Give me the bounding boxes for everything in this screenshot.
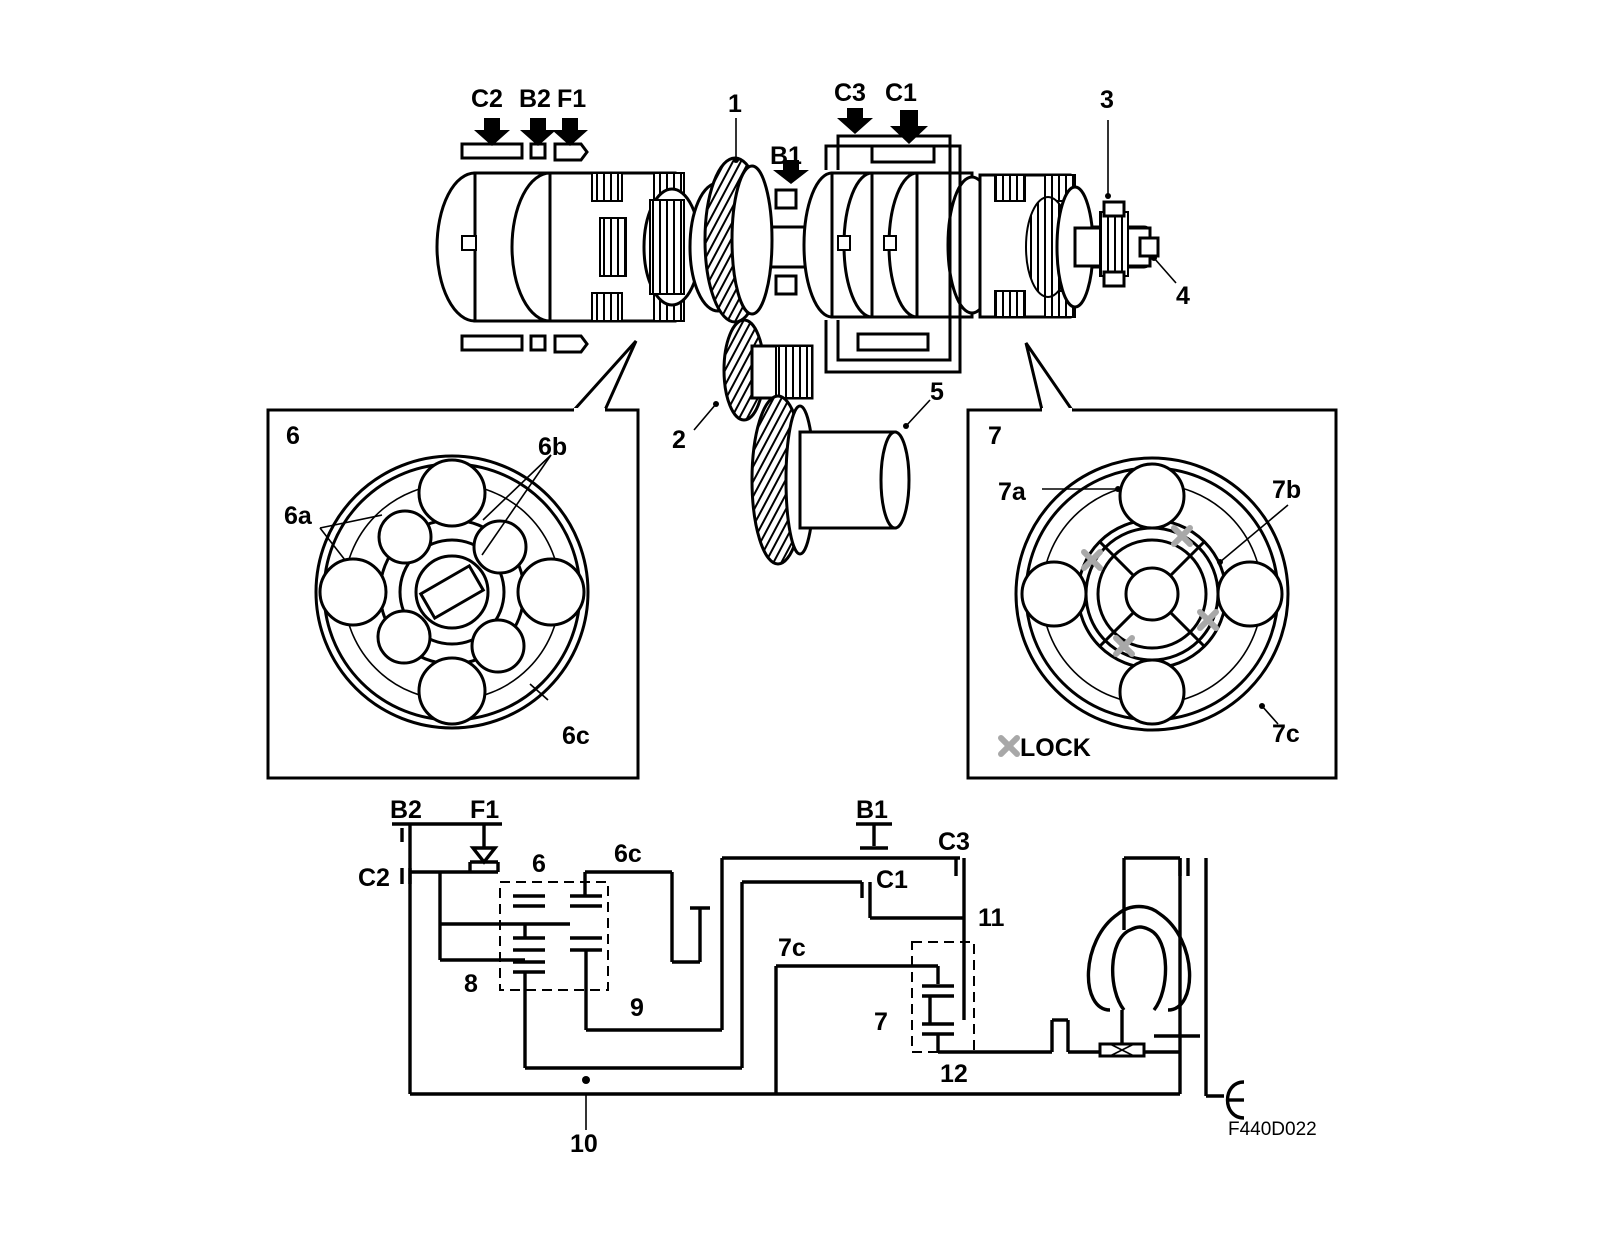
label-6: 6 — [286, 422, 300, 450]
sch-label-7: 7 — [874, 1008, 888, 1036]
inset-planetary-7 — [966, 342, 1338, 780]
label-3: 3 — [1100, 86, 1114, 114]
label-7: 7 — [988, 422, 1002, 450]
figure-code: F440D022 — [1228, 1119, 1317, 1140]
sch-label-9: 9 — [630, 994, 644, 1022]
label-b2: B2 — [519, 85, 551, 113]
label-c3: C3 — [834, 79, 866, 107]
inset-planetary-6 — [266, 339, 640, 780]
label-c1: C1 — [885, 79, 917, 107]
label-f1: F1 — [557, 85, 586, 113]
sch-label-11: 11 — [978, 904, 1005, 932]
lock-legend: LOCK — [1020, 734, 1091, 762]
sch-label-6: 6 — [532, 850, 546, 878]
sch-label-b1: B1 — [856, 796, 888, 824]
label-7c: 7c — [1272, 720, 1300, 748]
gear-train-illustration — [435, 108, 1177, 566]
label-1: 1 — [728, 90, 742, 118]
sch-label-8: 8 — [464, 970, 478, 998]
label-6c: 6c — [562, 722, 590, 750]
label-5: 5 — [930, 378, 944, 406]
sch-label-c1: C1 — [876, 866, 908, 894]
label-b1: B1 — [770, 142, 802, 170]
sch-label-10: 10 — [570, 1130, 598, 1158]
sch-label-c3: C3 — [938, 828, 970, 856]
label-7b: 7b — [1272, 476, 1301, 504]
label-7a: 7a — [998, 478, 1027, 506]
sch-label-c2: C2 — [358, 864, 390, 892]
transmission-schematic — [392, 822, 1245, 1130]
sch-label-7c: 7c — [778, 934, 806, 962]
label-c2: C2 — [471, 85, 503, 113]
sch-label-12: 12 — [940, 1060, 968, 1088]
sch-label-b2: B2 — [390, 796, 422, 824]
label-6b: 6b — [538, 433, 567, 461]
sch-label-f1: F1 — [470, 796, 499, 824]
label-4: 4 — [1176, 282, 1190, 310]
label-6a: 6a — [284, 502, 313, 530]
sch-label-6c: 6c — [614, 840, 642, 868]
label-2: 2 — [672, 426, 686, 454]
